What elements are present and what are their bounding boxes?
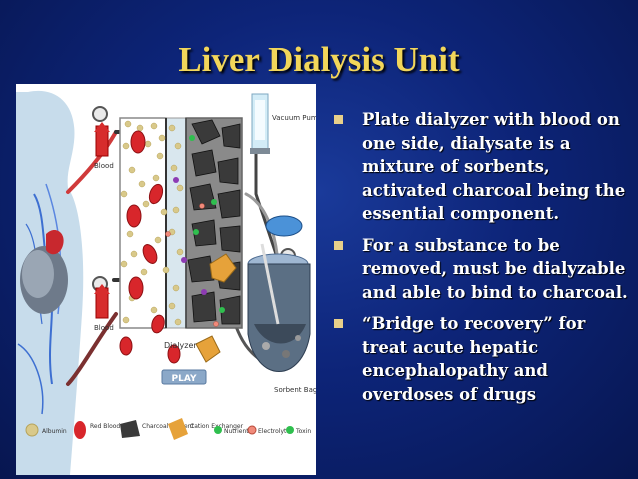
blood-out-label: Blood: [94, 324, 114, 332]
legend-albumin-label: Albumin: [42, 428, 67, 435]
diagram-svg: Blood Blood: [16, 90, 316, 475]
legend-cation-exchanger-icon: [168, 418, 188, 440]
play-button[interactable]: PLAY: [161, 369, 207, 385]
nutrient-particles: [189, 135, 225, 313]
dialyzer-label: Dialyzer: [164, 341, 197, 350]
bullet-item: Plate dialyzer with blood on one side, d…: [332, 108, 630, 226]
cation-exchanger-particle: [195, 253, 237, 363]
blood-in-label: Blood: [94, 162, 114, 170]
legend-nutrient-icon: [214, 426, 222, 434]
bullet-text: For a substance to be removed, must be d…: [362, 235, 628, 302]
bullet-item: For a substance to be removed, must be d…: [332, 234, 630, 305]
valve-top-icon: [92, 106, 108, 122]
bullet-text: “Bridge to recovery” for treat acute hep…: [362, 314, 586, 404]
legend-albumin-icon: [25, 423, 39, 437]
legend-charcoal-label: Charcoal Sorbent: [142, 423, 194, 430]
legend-toxin-icon: [286, 426, 294, 434]
bullet-square-icon: [334, 115, 343, 124]
vacuum-pump: [250, 93, 270, 154]
blood-in-arrow-icon: [94, 122, 110, 157]
bullet-square-icon: [334, 319, 343, 328]
bullet-square-icon: [334, 240, 343, 250]
sorbent-bag: [247, 215, 311, 372]
legend-nutrient-label: Nutrient: [224, 428, 249, 435]
charcoal-sorbent-particles: [187, 119, 241, 325]
liver-dialysis-diagram: Blood Blood: [16, 84, 316, 475]
albumin-particles: [120, 120, 184, 326]
slide-title: Liver Dialysis Unit: [178, 40, 460, 79]
legend-electrolyte-label: Electrolyte: [258, 428, 290, 435]
diagram-legend: Albumin Red Blood Cell Charcoal Sorbent …: [25, 418, 311, 440]
legend-red-blood-cell-icon: [74, 421, 86, 439]
legend-charcoal-icon: [120, 420, 140, 438]
human-body-illustration: [16, 90, 84, 475]
bullet-list: Plate dialyzer with blood on one side, d…: [332, 108, 630, 414]
red-blood-cells: [119, 130, 181, 364]
play-button-label: PLAY: [172, 374, 197, 384]
toxin-particles: [173, 177, 207, 295]
bullet-item: “Bridge to recovery” for treat acute hep…: [332, 312, 630, 406]
legend-electrolyte-icon: [247, 425, 257, 435]
sorbent-bag-label: Sorbent Bag: [274, 386, 316, 394]
blood-out-arrow-icon: [94, 284, 110, 319]
legend-red-blood-cell-label: Red Blood Cell: [90, 423, 134, 430]
vacuum-pump-label: Vacuum Pump: [272, 114, 316, 122]
legend-toxin-label: Toxin: [295, 428, 311, 435]
bullet-text: Plate dialyzer with blood on one side, d…: [362, 110, 626, 223]
electrolyte-particles: [165, 203, 219, 327]
